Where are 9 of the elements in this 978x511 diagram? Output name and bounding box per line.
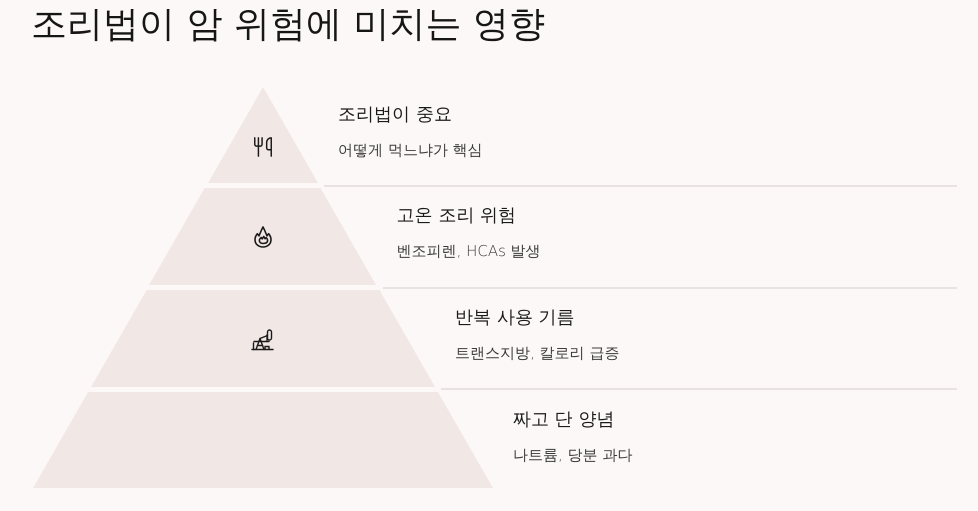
tier-description: 나트륨, 당분 과다 (513, 445, 632, 466)
tier-heading: 조리법이 중요 (338, 103, 453, 127)
tier-heading: 반복 사용 기름 (455, 306, 576, 330)
tier-heading: 고온 조리 위험 (396, 204, 518, 228)
diagram-title: 조리법이 암 위험에 미치는 영향 (31, 3, 545, 47)
tier-description: 트랜스지방, 칼로리 급증 (455, 343, 620, 364)
tier-description: 어떻게 먹느냐가 핵심 (338, 140, 483, 161)
tier-description: 벤조피렌, HCAs 발생 (396, 241, 541, 262)
tier-heading: 짜고 단 양념 (513, 408, 616, 432)
